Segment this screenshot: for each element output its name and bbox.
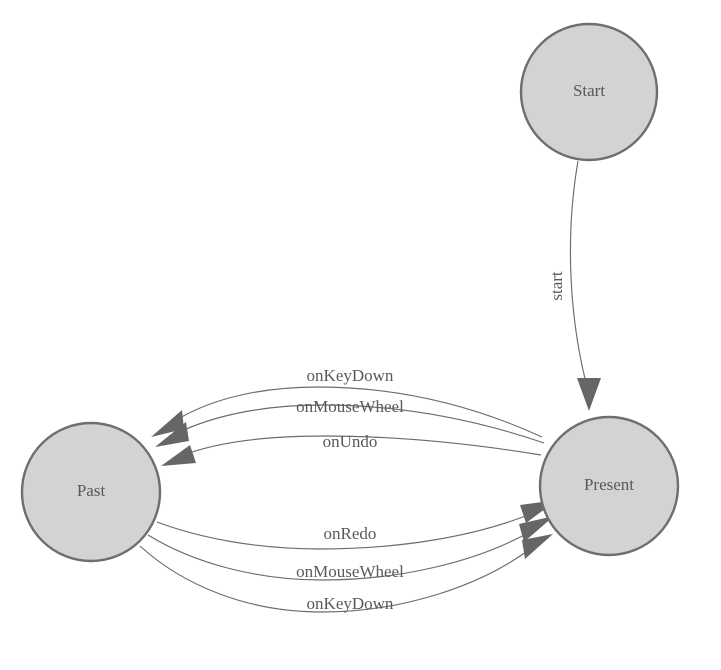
edge-start-to-present-line: [569, 160, 587, 384]
edge-present-to-past-onkeydown[interactable]: onKeyDown: [151, 366, 543, 438]
edge-label-start: start: [547, 271, 566, 301]
edge-label-present-past-onmousewheel: onMouseWheel: [296, 397, 404, 416]
edge-label-past-present-onkeydown: onKeyDown: [307, 594, 394, 613]
node-past-label: Past: [77, 481, 106, 500]
node-past-circle: [20, 421, 162, 563]
edge-label-present-past-onkeydown: onKeyDown: [307, 366, 394, 385]
node-present-label: Present: [584, 475, 634, 494]
edge-past-to-present-onkeydown[interactable]: onKeyDown: [139, 534, 553, 613]
node-present[interactable]: Present: [538, 415, 680, 557]
edge-present-to-past-onmousewheel-arrowhead: [155, 422, 189, 447]
node-past[interactable]: Past: [20, 421, 162, 563]
edge-label-past-present-onmousewheel: onMouseWheel: [296, 562, 404, 581]
edge-past-to-present-onmousewheel-arrowhead: [519, 516, 554, 542]
edge-present-to-past-onundo[interactable]: onUndo: [161, 432, 542, 466]
edge-present-to-past-onkeydown-line: [177, 386, 543, 438]
node-start[interactable]: Start: [519, 22, 659, 162]
edge-present-to-past-onundo-line: [191, 435, 542, 456]
edge-past-to-present-onredo-line: [156, 514, 529, 550]
edge-past-to-present-onkeydown-arrowhead: [522, 534, 553, 559]
node-present-circle: [538, 415, 680, 557]
edge-past-to-present-onredo[interactable]: onRedo: [156, 500, 557, 550]
edge-present-to-past-onmousewheel-line: [183, 404, 545, 444]
edge-present-to-past-onmousewheel[interactable]: onMouseWheel: [155, 397, 545, 447]
edge-past-to-present-onkeydown-line: [139, 545, 531, 613]
edge-past-to-present-onmousewheel-line: [147, 533, 527, 581]
edge-start-to-present-arrowhead: [577, 378, 601, 411]
edge-start-to-present[interactable]: start: [547, 160, 601, 411]
edge-present-to-past-onkeydown-arrowhead: [151, 410, 184, 437]
node-start-circle: [519, 22, 659, 162]
node-start-label: Start: [573, 81, 605, 100]
edge-label-past-present-onredo: onRedo: [324, 524, 377, 543]
edge-past-to-present-onmousewheel[interactable]: onMouseWheel: [147, 516, 554, 581]
edge-label-present-past-onundo: onUndo: [323, 432, 378, 451]
edge-present-to-past-onundo-arrowhead: [161, 445, 196, 466]
